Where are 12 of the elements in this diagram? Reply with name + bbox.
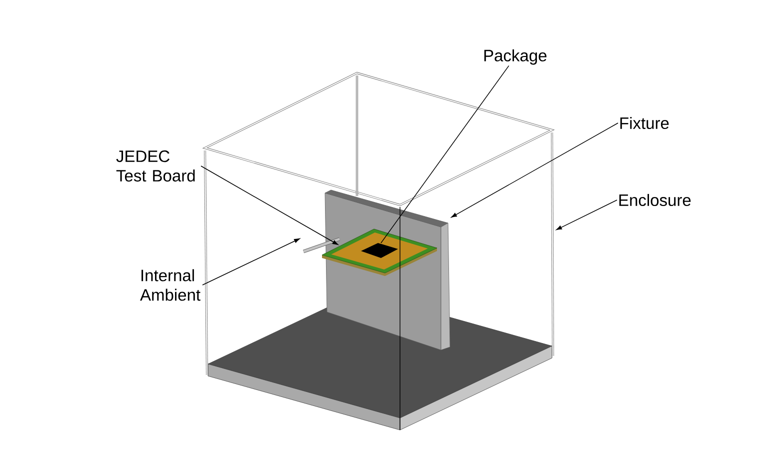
probe-rod: [302, 237, 340, 254]
package-chip: [361, 243, 398, 258]
part-label: Fixture: [620, 116, 669, 130]
leader-arrow: [202, 238, 300, 286]
part-label: JEDEC Test Board: [116, 150, 195, 182]
part-label: Internal Ambient: [140, 269, 200, 301]
test-board: [322, 228, 438, 276]
leader-arrow: [556, 200, 618, 230]
part-label: Enclosure: [619, 194, 691, 206]
leader-arrow: [200, 166, 338, 245]
leader-arrow: [451, 122, 618, 218]
part-label: Package: [484, 49, 546, 65]
